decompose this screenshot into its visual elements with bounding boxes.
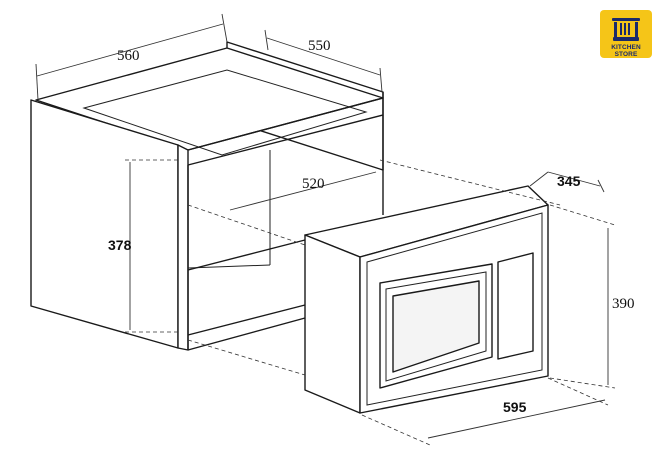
cabinet-top-recess <box>82 69 368 156</box>
appliance-door-middle <box>385 271 487 382</box>
label-appliance-height: 390 <box>612 296 635 312</box>
logo-text: KITCHEN STORE <box>611 44 641 58</box>
cabinet-shelf-edge <box>187 114 384 166</box>
appliance-door-window <box>392 280 480 373</box>
label-cabinet-depth: 550 <box>308 38 331 54</box>
label-opening-depth: 520 <box>302 176 325 192</box>
appliance-control-panel <box>497 252 534 360</box>
label-cabinet-height: 378 <box>108 237 132 253</box>
opening-floor-back-edge <box>187 264 271 269</box>
opening-floor-front-edge <box>187 239 306 271</box>
kitchen-store-logo: KITCHEN STORE <box>600 10 652 58</box>
appliance-front-frame <box>366 212 543 406</box>
dimension-lines <box>35 13 616 446</box>
label-cabinet-width: 560 <box>117 48 140 64</box>
label-appliance-width: 595 <box>503 399 527 415</box>
kitchen-utensils-icon <box>612 18 640 41</box>
cabinet-base-edge <box>187 317 306 351</box>
appliance-left-face <box>304 234 361 414</box>
microwave-appliance <box>304 185 549 414</box>
label-appliance-depth: 345 <box>557 173 581 189</box>
cabinet-front-post <box>177 144 189 351</box>
cabinet-bottom-edge <box>187 304 306 336</box>
cabinet <box>30 41 384 351</box>
appliance-door-outer <box>379 263 493 389</box>
cabinet-front-top-edge <box>187 97 384 151</box>
